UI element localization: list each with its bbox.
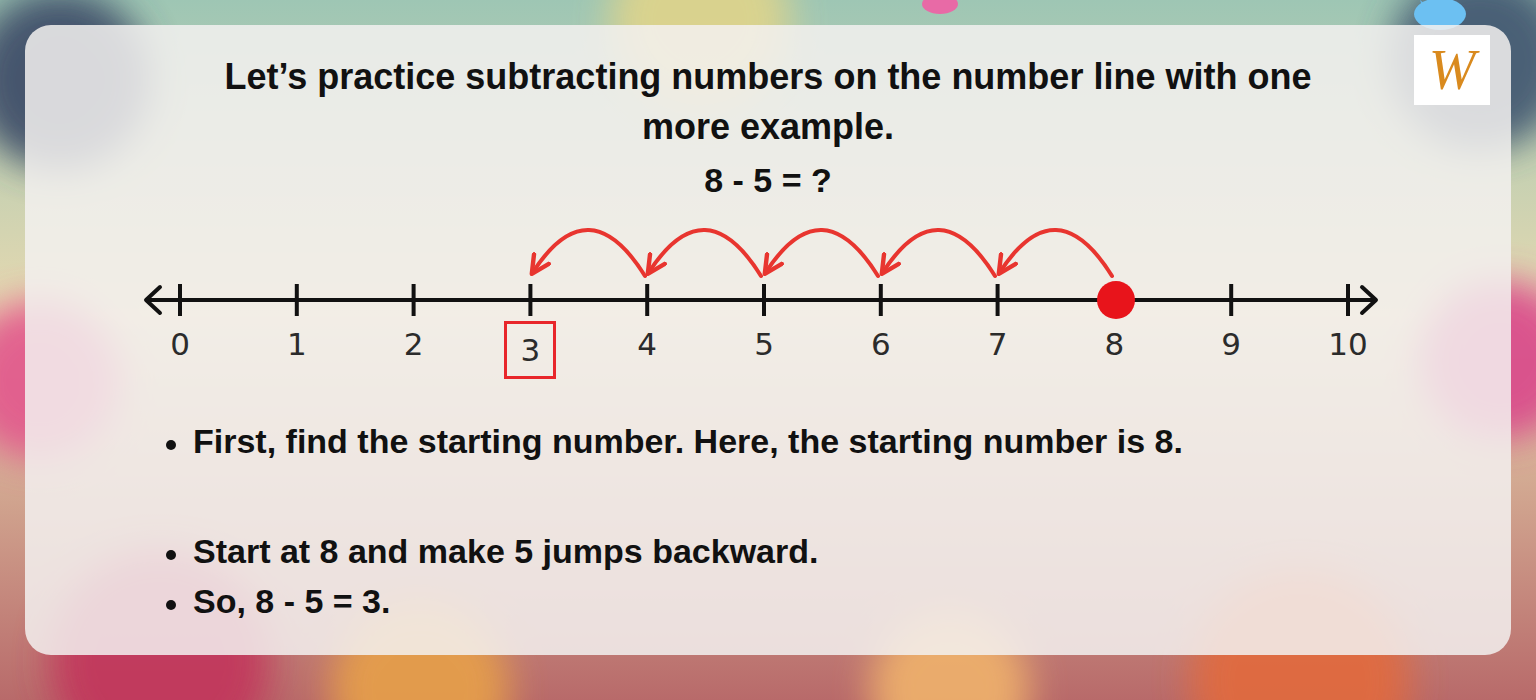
bullet-dot	[166, 550, 176, 560]
tick-number: 8	[1105, 326, 1125, 362]
bullet-text: So, 8 - 5 = 3.	[193, 576, 1263, 626]
jump-arrows	[533, 230, 1112, 276]
answer-box: 3	[504, 321, 556, 379]
tick-marks	[180, 284, 1348, 316]
tick-number: 9	[1221, 326, 1241, 362]
logo: W	[1414, 35, 1490, 105]
bullet-text: First, find the starting number. Here, t…	[193, 416, 1263, 466]
axis-line	[148, 298, 1374, 302]
tick-number: 10	[1328, 326, 1367, 362]
bullet-dot	[166, 600, 176, 610]
answer-number: 3	[521, 332, 541, 368]
title: Let’s practice subtracting numbers on th…	[178, 52, 1358, 152]
tick-number: 1	[287, 326, 307, 362]
tick-number: 0	[170, 326, 190, 362]
axis-arrowhead	[146, 287, 160, 313]
tick-number: 6	[871, 326, 891, 362]
tick-number: 2	[404, 326, 424, 362]
bullet-dot	[166, 440, 176, 450]
axis-arrowhead	[1362, 287, 1376, 313]
tick-number: 4	[637, 326, 657, 362]
start-dot	[1097, 281, 1135, 319]
equation: 8 - 5 = ?	[704, 160, 832, 200]
bullet-text: Start at 8 and make 5 jumps backward.	[193, 526, 1263, 576]
tick-number: 5	[754, 326, 774, 362]
tick-number: 7	[988, 326, 1008, 362]
